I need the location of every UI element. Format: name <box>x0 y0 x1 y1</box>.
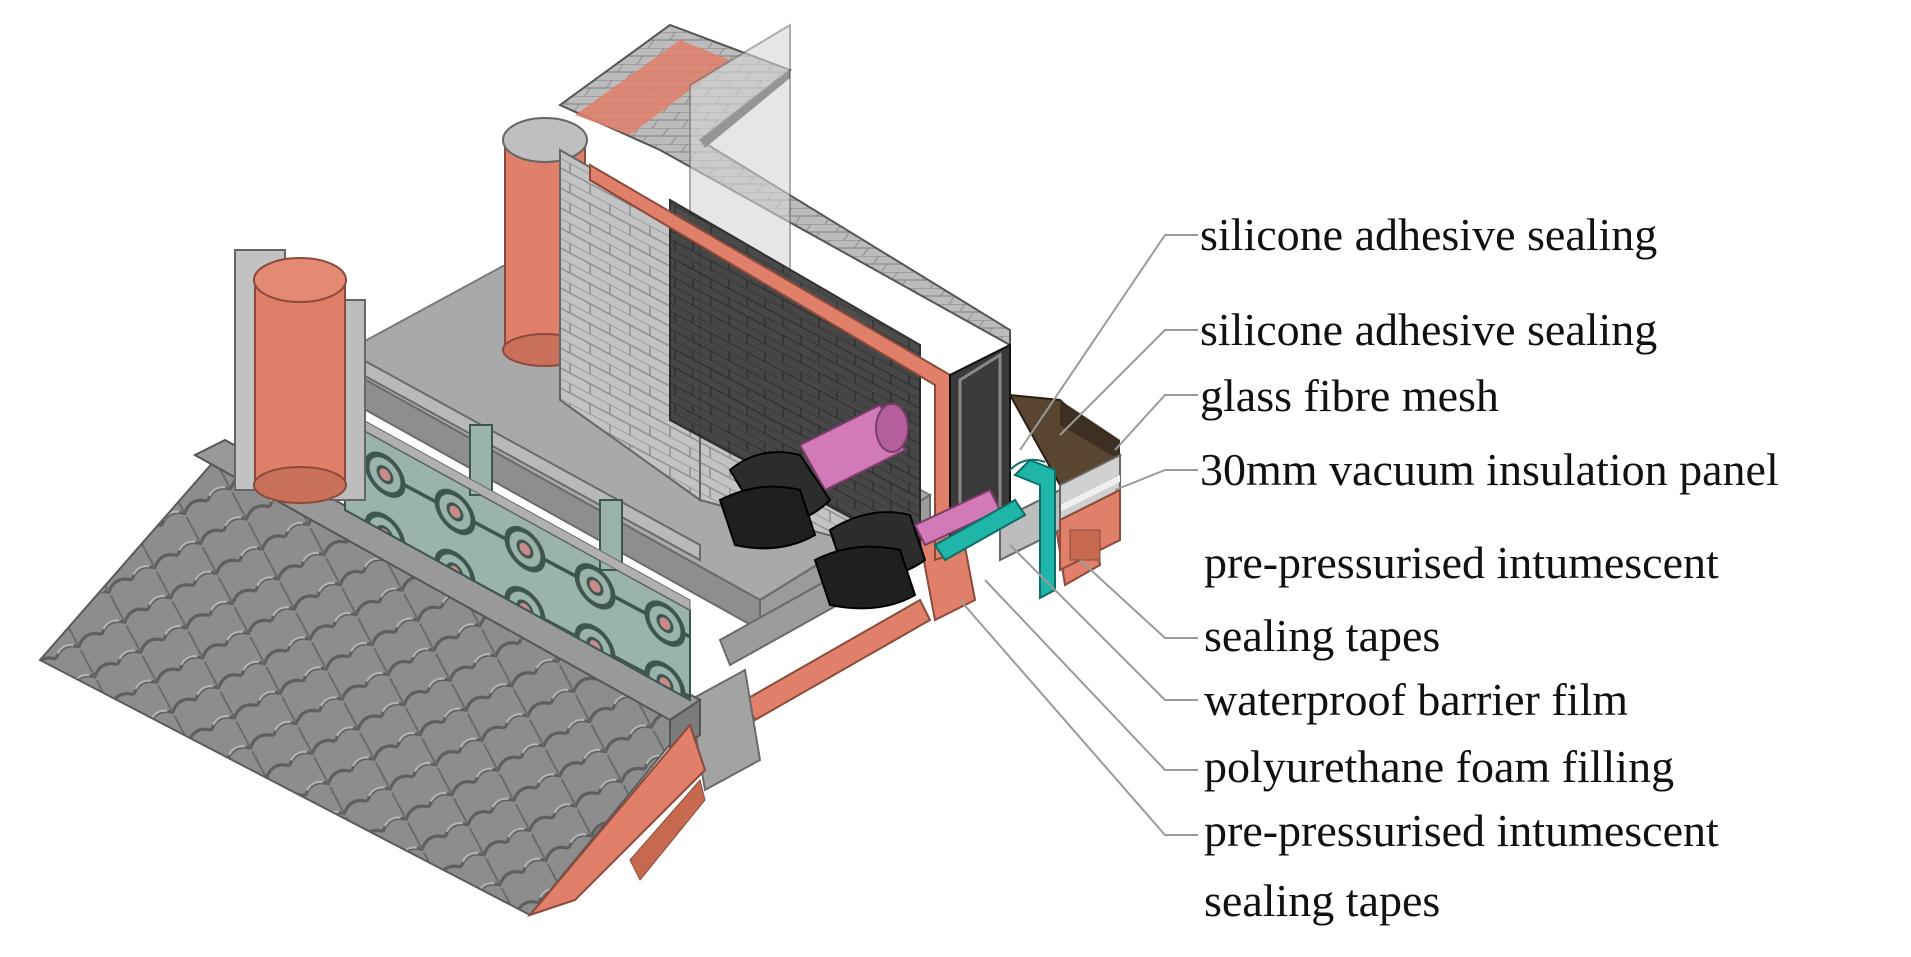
leader-line <box>1114 469 1198 491</box>
edge-detail <box>933 393 1122 600</box>
vent-pipe <box>718 403 1002 610</box>
leader-line <box>1009 544 1198 701</box>
label-intumescent-tapes-1-line2: sealing tapes <box>1204 610 1441 661</box>
leader-line <box>1019 234 1198 451</box>
leader-line <box>984 579 1198 771</box>
tiled-roof <box>38 438 707 918</box>
label-glass-fibre-mesh: glass fibre mesh <box>1200 370 1499 421</box>
label-intumescent-tapes-2-line1: pre-pressurised intumescent <box>1204 805 1719 856</box>
label-waterproof-barrier-film: waterproof barrier film <box>1204 674 1629 725</box>
balustrade <box>344 348 701 702</box>
leader-line <box>959 599 1198 836</box>
label-polyurethane-foam-filling: polyurethane foam filling <box>1204 741 1675 792</box>
label-silicone-adhesive-sealing-1: silicone adhesive sealing <box>1200 209 1658 260</box>
leader-lines <box>959 234 1198 836</box>
leader-line <box>1114 394 1198 451</box>
leader-line <box>1079 559 1198 639</box>
label-intumescent-tapes-1-line1: pre-pressurised intumescent <box>1204 537 1719 588</box>
leader-line <box>1059 329 1198 436</box>
left-column <box>234 249 366 504</box>
label-vacuum-insulation-panel: 30mm vacuum insulation panel <box>1200 444 1779 495</box>
label-silicone-adhesive-sealing-2: silicone adhesive sealing <box>1200 304 1658 355</box>
label-intumescent-tapes-2-line2: sealing tapes <box>1204 875 1441 926</box>
